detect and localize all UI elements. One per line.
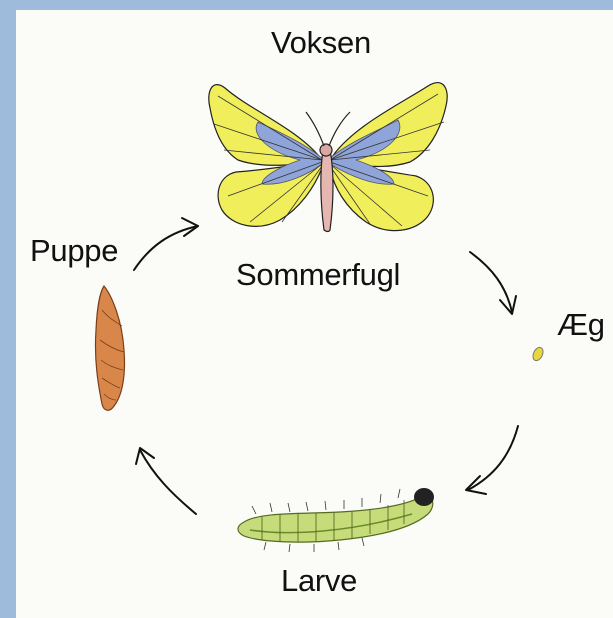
arrow-egg-to-larva — [466, 426, 518, 494]
larva-head — [414, 488, 434, 506]
arrow-larva-to-pupa — [136, 448, 196, 514]
label-aeg: Æg — [557, 307, 605, 343]
butterfly-body — [321, 150, 333, 232]
arrow-adult-to-egg — [470, 252, 516, 314]
egg-illustration — [531, 346, 545, 362]
pupa-illustration — [95, 286, 124, 410]
larva-illustration — [238, 488, 434, 552]
label-voksen: Voksen — [271, 25, 371, 61]
label-sommerfugl: Sommerfugl — [236, 257, 400, 293]
butterfly-illustration — [209, 83, 447, 232]
label-larve: Larve — [281, 563, 357, 599]
butterfly-head — [320, 144, 332, 156]
label-puppe: Puppe — [30, 233, 118, 269]
butterfly-antenna-left — [306, 112, 324, 146]
arrow-pupa-to-adult — [134, 218, 198, 270]
